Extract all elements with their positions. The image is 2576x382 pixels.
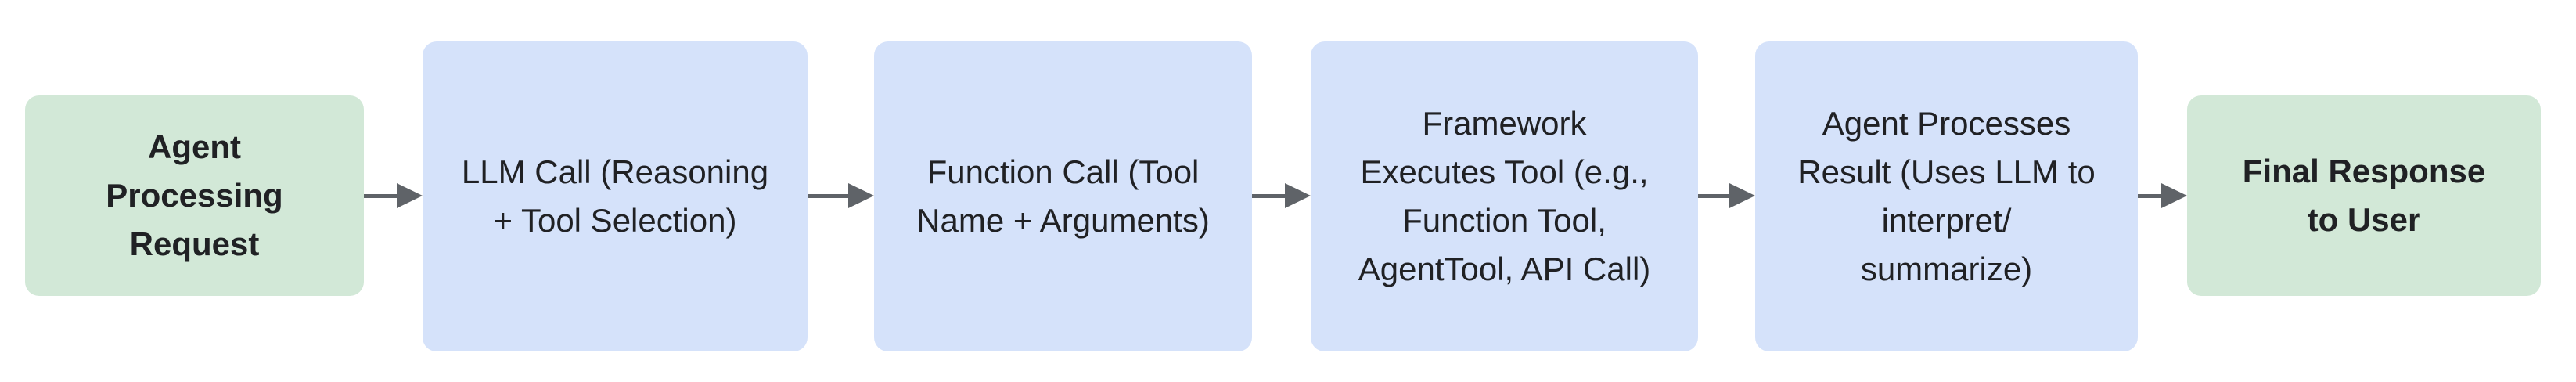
node-llm-call: LLM Call (Reasoning + Tool Selection): [423, 41, 808, 351]
node-label: LLM Call (Reasoning + Tool Selection): [461, 153, 769, 239]
node-agent-processing-request: Agent Processing Request: [25, 96, 364, 296]
arrow-head-icon: [397, 183, 423, 208]
arrow-head-icon: [1729, 183, 1755, 208]
node-function-call: Function Call (Tool Name + Arguments): [874, 41, 1252, 351]
arrow-head-icon: [848, 183, 874, 208]
flow-arrow-1: [364, 183, 423, 208]
flow-arrow-4: [1698, 183, 1755, 208]
flow-arrow-3: [1252, 183, 1311, 208]
arrow-line: [364, 193, 397, 198]
arrow-head-icon: [2161, 183, 2187, 208]
node-label: Function Call (Tool Name + Arguments): [916, 153, 1210, 239]
node-label: Agent Processing Request: [106, 128, 283, 262]
arrow-line: [1252, 193, 1285, 198]
node-label: Framework Executes Tool (e.g., Function …: [1358, 105, 1651, 287]
flow-arrow-5: [2138, 183, 2187, 208]
arrow-line: [2138, 193, 2161, 198]
flow-arrow-2: [808, 183, 874, 208]
node-label: Agent Processes Result (Uses LLM to inte…: [1797, 105, 2096, 287]
arrow-head-icon: [1285, 183, 1311, 208]
arrow-line: [808, 193, 848, 198]
node-label: Final Response to User: [2242, 153, 2486, 238]
node-agent-processes-result: Agent Processes Result (Uses LLM to inte…: [1755, 41, 2138, 351]
node-final-response-to-user: Final Response to User: [2187, 96, 2541, 296]
arrow-line: [1698, 193, 1729, 198]
node-framework-executes-tool: Framework Executes Tool (e.g., Function …: [1311, 41, 1698, 351]
